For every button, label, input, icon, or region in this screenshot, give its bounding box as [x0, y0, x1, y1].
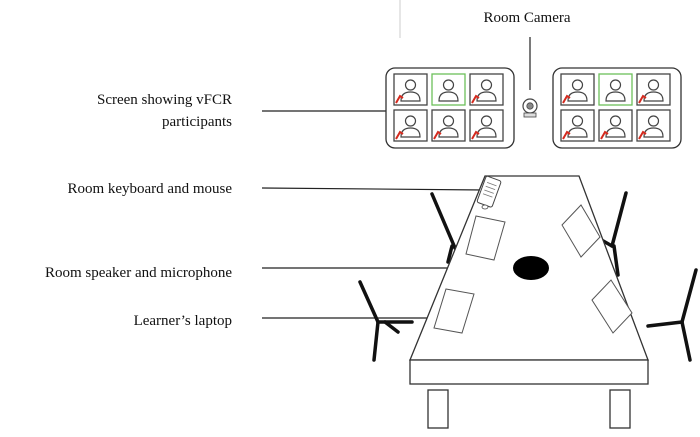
speaker-mic-label: Room speaker and microphone — [45, 265, 232, 281]
table-leg-right — [609, 389, 631, 429]
participant-tile — [393, 73, 428, 106]
participant-tile — [560, 73, 595, 106]
room-mouse-icon — [481, 204, 489, 210]
chair-left-front — [358, 280, 414, 362]
red-mark-icon — [433, 130, 442, 140]
right-screen — [552, 67, 682, 149]
red-mark-icon — [395, 94, 404, 104]
participant-tile — [431, 73, 466, 106]
participant-tile — [598, 73, 633, 106]
participant-tile — [393, 109, 428, 142]
red-mark-icon — [471, 130, 480, 140]
laptop-label: Learner’s laptop — [134, 313, 232, 329]
laptop-back-right — [561, 204, 601, 258]
participant-tile — [636, 109, 671, 142]
keyboard-mouse-label: Room keyboard and mouse — [67, 181, 232, 197]
laptops — [433, 204, 633, 334]
participant-avatar-icon — [605, 79, 626, 102]
red-mark-icon — [600, 130, 609, 140]
room-camera-icon — [522, 98, 538, 118]
red-mark-icon — [562, 94, 571, 104]
participant-tile — [469, 73, 504, 106]
room-speaker-microphone-icon — [513, 256, 549, 280]
participant-tile — [636, 73, 671, 106]
keyboard-leader — [261, 187, 486, 191]
chair-right-front — [646, 268, 698, 362]
room-camera-label: Room Camera — [483, 10, 570, 26]
participant-avatar-icon — [438, 79, 459, 102]
laptop-back-left — [465, 215, 506, 261]
table-leg-left — [427, 389, 449, 429]
screen-label-line2: participants — [162, 114, 232, 130]
red-mark-icon — [638, 130, 647, 140]
red-mark-icon — [471, 94, 480, 104]
laptop-front-right — [591, 279, 633, 334]
participant-tile — [560, 109, 595, 142]
red-mark-icon — [395, 130, 404, 140]
left-screen — [385, 67, 515, 149]
screen-label-line1: Screen showing vFCR — [97, 92, 232, 108]
participant-tile — [431, 109, 466, 142]
participant-tile — [469, 109, 504, 142]
red-mark-icon — [562, 130, 571, 140]
table-apron — [409, 359, 649, 385]
red-mark-icon — [638, 94, 647, 104]
laptop-front-left — [433, 288, 475, 334]
participant-tile — [598, 109, 633, 142]
